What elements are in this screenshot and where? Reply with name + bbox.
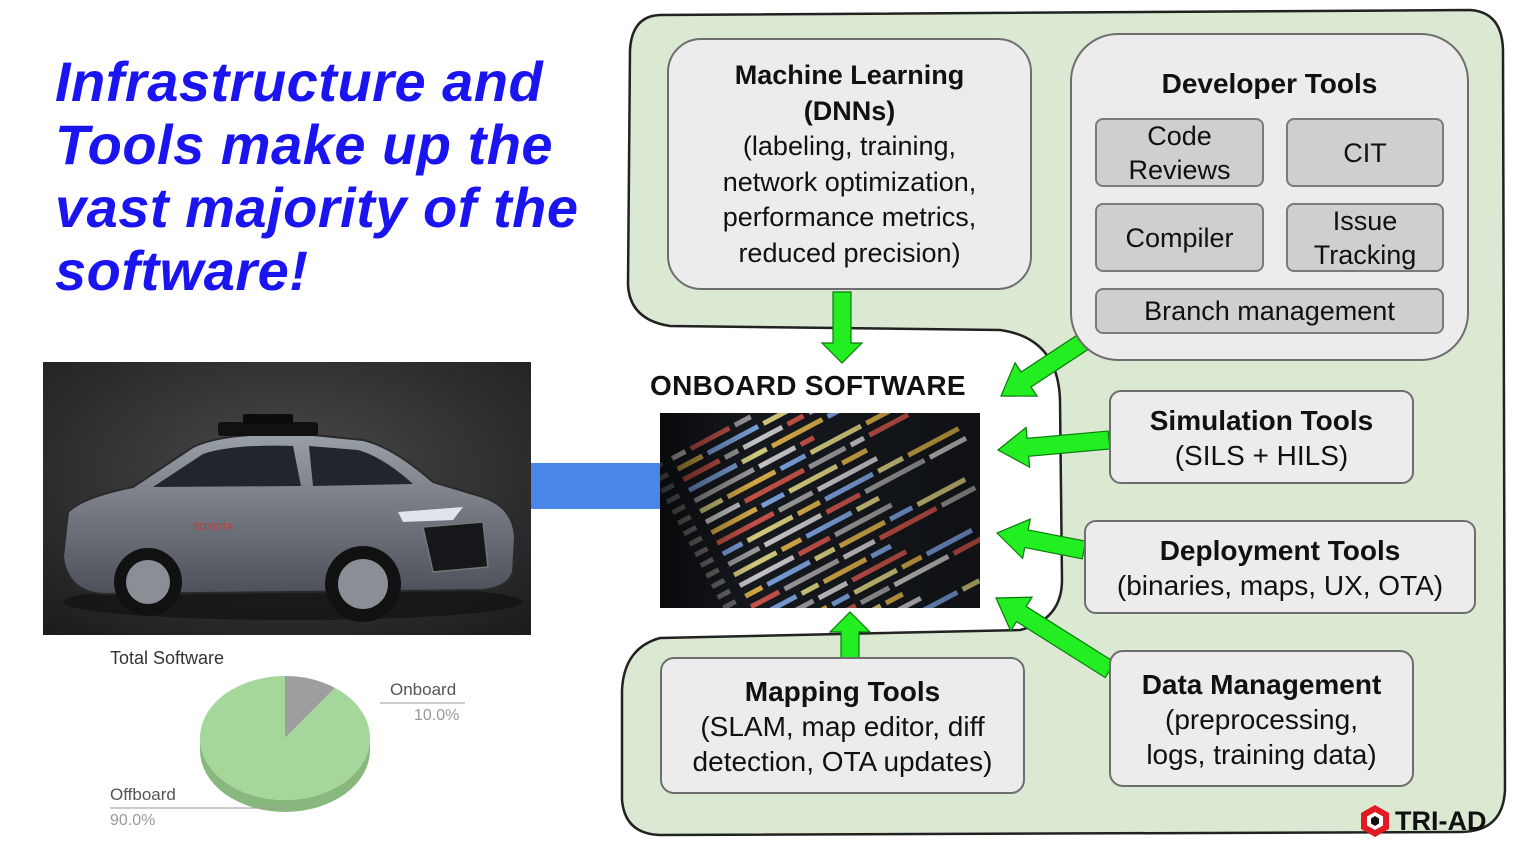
deployment-desc: (binaries, maps, UX, OTA) — [1116, 570, 1444, 601]
pie-value-offboard: 90.0% — [110, 812, 156, 829]
pie-slice-onboard — [285, 676, 335, 738]
cit-item: CIT — [1286, 118, 1444, 187]
mapping-desc-1: (SLAM, map editor, diff — [700, 711, 985, 742]
arrow-datamgmt-to-onboard — [995, 596, 1116, 679]
deployment-title: Deployment Tools — [1159, 535, 1401, 566]
deployment-tools-box: Deployment Tools (binaries, maps, UX, OT… — [1084, 520, 1476, 614]
arrow-ml-to-onboard — [820, 291, 864, 364]
arrow-deployment-to-onboard — [995, 518, 1087, 560]
arrow-mapping-to-onboard — [828, 611, 872, 659]
developer-tools-title: Developer Tools — [1161, 68, 1378, 99]
code-reviews-item: Code Reviews — [1095, 118, 1264, 187]
hexagon-logo-icon — [1361, 805, 1389, 837]
pie-side — [200, 738, 370, 812]
machine-learning-box: Machine Learning (DNNs) (labeling, train… — [667, 38, 1032, 290]
mapping-tools-box: Mapping Tools (SLAM, map editor, diff de… — [660, 657, 1025, 794]
ml-desc-4: reduced precision) — [738, 237, 961, 268]
pie-title: Total Software — [110, 648, 225, 668]
ml-title-line-2: (DNNs) — [803, 95, 896, 126]
ml-desc-2: network optimization, — [722, 166, 977, 197]
arrow-devtools-to-onboard — [1000, 333, 1089, 397]
pie-value-onboard: 10.0% — [414, 707, 460, 724]
car-icon: TOYOTA — [43, 362, 531, 635]
headline-line-2: Tools make up the — [55, 113, 554, 176]
ml-title-line-1: Machine Learning — [734, 60, 965, 90]
code-screen-image — [660, 413, 980, 608]
data-management-box: Data Management (preprocessing, logs, tr… — [1109, 650, 1414, 787]
pie-label-offboard: Offboard — [110, 785, 176, 804]
code-screen-icon — [660, 413, 980, 608]
simulation-title: Simulation Tools — [1149, 405, 1374, 436]
pie-chart — [110, 676, 465, 812]
headline: Infrastructure and Tools make up the vas… — [55, 50, 615, 302]
onboard-software-title: ONBOARD SOFTWARE — [650, 370, 966, 401]
ml-desc-1: (labeling, training, — [742, 131, 957, 161]
data-management-desc-2: logs, training data) — [1146, 739, 1377, 770]
compiler-item: Compiler — [1095, 203, 1264, 272]
issue-tracking-item: Issue Tracking — [1286, 203, 1444, 272]
tri-ad-logo: TRI-AD — [1357, 803, 1486, 839]
simulation-desc: (SILS + HILS) — [1174, 440, 1349, 471]
data-management-title: Data Management — [1141, 669, 1382, 700]
arrow-simulation-to-onboard — [996, 426, 1111, 469]
headline-line-1: Infrastructure and — [55, 50, 544, 113]
data-management-desc-1: (preprocessing, — [1165, 704, 1358, 735]
mapping-desc-2: detection, OTA updates) — [692, 746, 993, 777]
autonomous-car-image: TOYOTA — [43, 362, 531, 635]
headline-line-4: software! — [55, 239, 309, 302]
headline-line-3: vast majority of the — [55, 176, 579, 239]
pie-label-onboard: Onboard — [390, 680, 457, 699]
logo-text: TRI-AD — [1395, 805, 1487, 836]
pie-slice-offboard — [200, 676, 370, 800]
branch-management-item: Branch management — [1095, 288, 1444, 334]
svg-text:TOYOTA: TOYOTA — [193, 522, 234, 533]
mapping-title: Mapping Tools — [744, 676, 941, 707]
simulation-tools-box: Simulation Tools (SILS + HILS) — [1109, 390, 1414, 484]
ml-desc-3: performance metrics, — [722, 202, 977, 232]
